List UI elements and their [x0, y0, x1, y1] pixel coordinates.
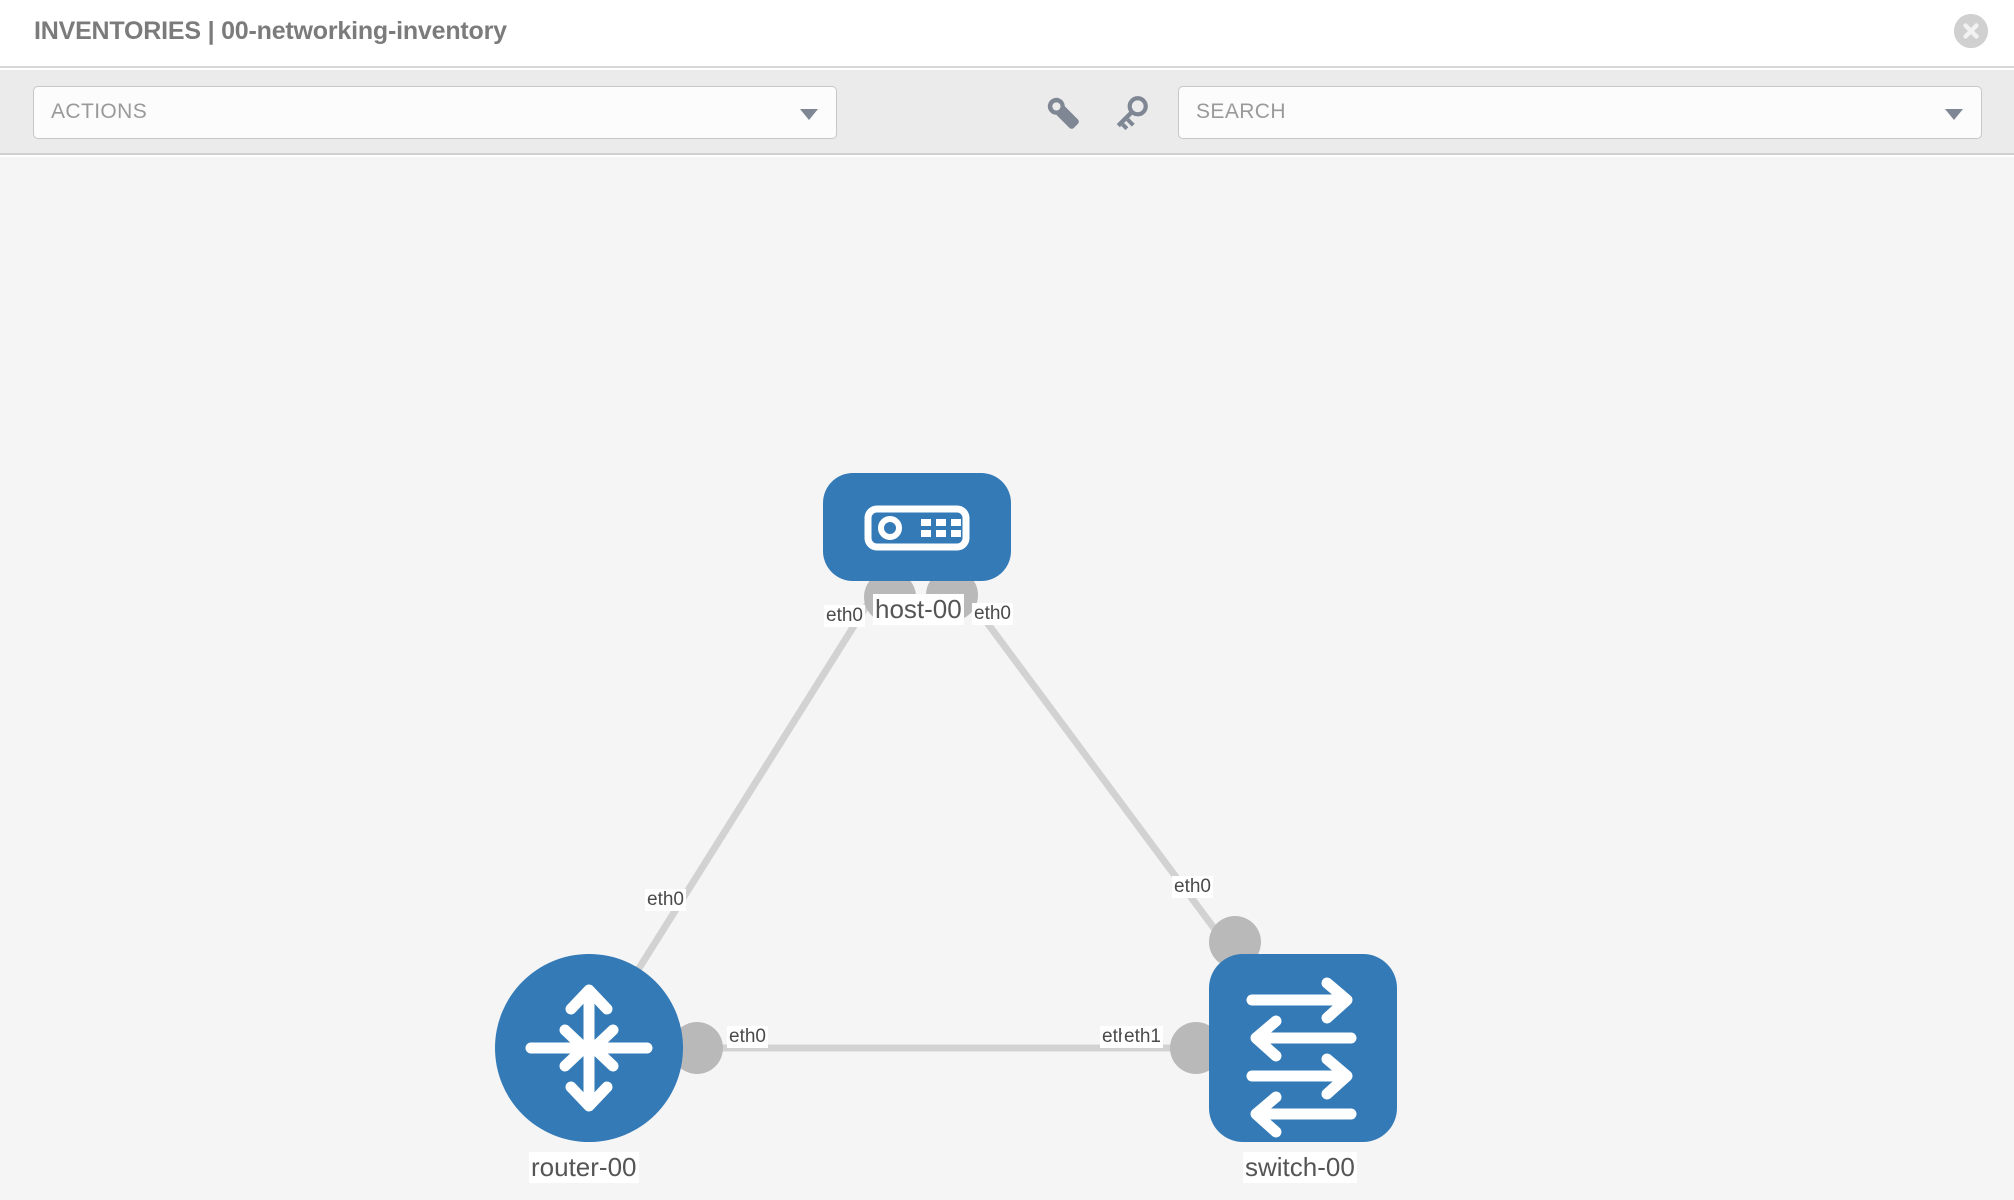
page-header: INVENTORIES | 00-networking-inventory — [0, 0, 2014, 68]
search-input[interactable]: SEARCH — [1178, 86, 1982, 139]
node-host-00 — [823, 473, 1011, 581]
edge-label: eth0 — [824, 605, 865, 627]
page-title: INVENTORIES | 00-networking-inventory — [34, 17, 507, 45]
chevron-down-icon — [800, 109, 818, 120]
key-icon[interactable] — [1110, 92, 1152, 134]
wrench-icon[interactable] — [1042, 92, 1084, 134]
edge-label: eth0 — [972, 603, 1013, 625]
node-router-00 — [495, 954, 683, 1142]
edge-label: eth0 — [1172, 876, 1213, 898]
topology-graph — [495, 473, 1397, 1142]
topology-canvas[interactable]: eth0 eth0 eth0 eth0 eth0 eth0 eth1 host-… — [0, 157, 2014, 1200]
actions-dropdown-label: ACTIONS — [51, 100, 148, 123]
actions-dropdown[interactable]: ACTIONS — [33, 86, 837, 139]
close-icon[interactable] — [1954, 14, 1988, 48]
node-switch-00 — [1209, 954, 1397, 1142]
edge-label: eth1 — [1122, 1026, 1163, 1048]
search-placeholder: SEARCH — [1196, 100, 1286, 123]
edge-label: eth0 — [727, 1026, 768, 1048]
topology-endpoints — [671, 569, 1261, 1074]
node-label-router-00: router-00 — [529, 1152, 639, 1183]
switch-arrows-icon — [1246, 977, 1357, 1138]
router-arrows-icon — [525, 984, 653, 1112]
server-icon — [864, 505, 970, 551]
chevron-down-icon — [1945, 109, 1963, 120]
edge-label: eth0 — [645, 889, 686, 911]
node-label-host-00: host-00 — [873, 594, 964, 625]
node-label-switch-00: switch-00 — [1243, 1152, 1357, 1183]
toolbar: ACTIONS SEARCH — [0, 70, 2014, 155]
